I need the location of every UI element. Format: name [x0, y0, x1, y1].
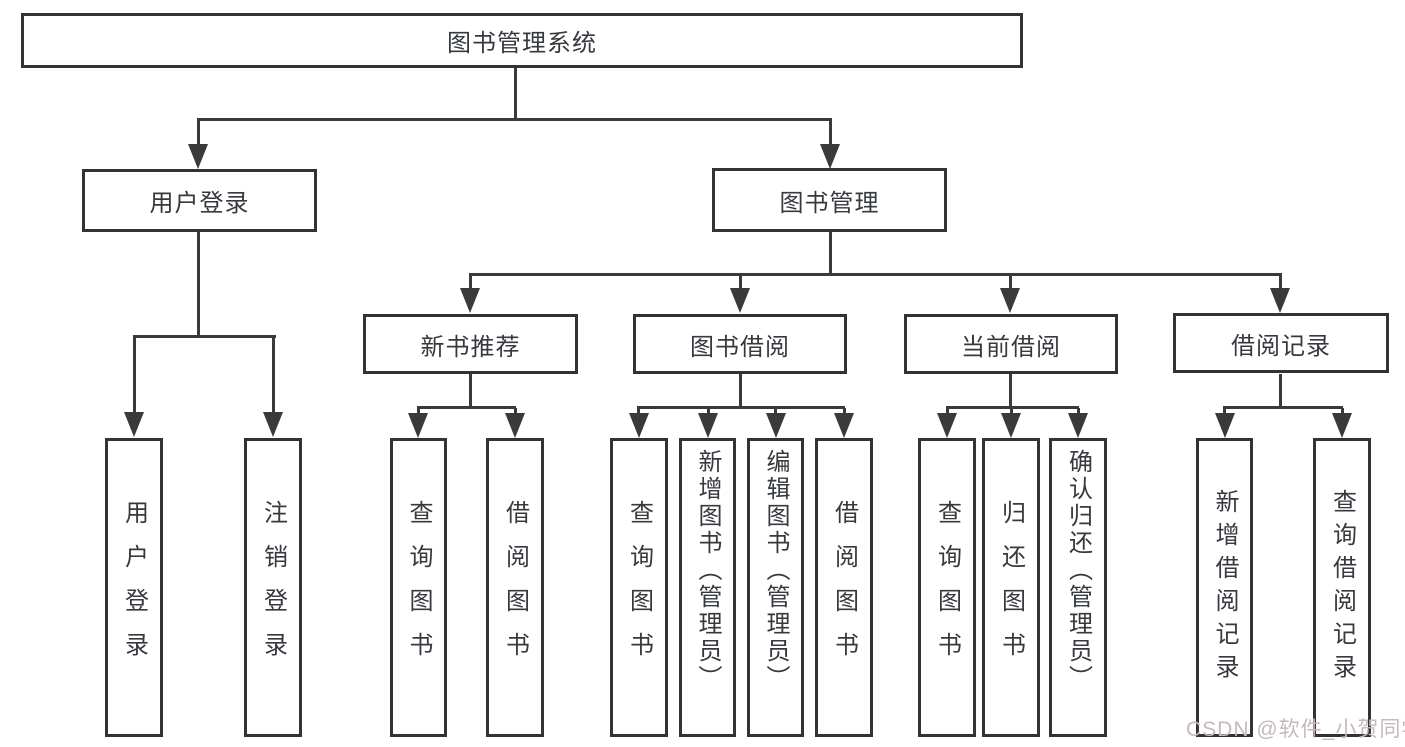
connector-stem — [272, 337, 275, 413]
connector-login-stem — [197, 232, 200, 336]
arrowhead-down-icon — [124, 412, 144, 437]
leaf-borrow-books-recommend: 借阅图书 — [486, 438, 544, 737]
connector-stem — [1009, 275, 1012, 289]
node-book-management: 图书管理 — [712, 168, 947, 232]
arrowhead-down-icon — [1001, 413, 1021, 438]
csdn-watermark: CSDN @软件_小贺同学 — [1186, 718, 1405, 741]
arrowhead-down-icon — [1068, 413, 1088, 438]
leaf-return-books: 归还图书 — [982, 438, 1040, 737]
connector-stem — [843, 408, 846, 415]
arrowhead-down-icon — [505, 413, 525, 438]
connector-stem — [946, 408, 949, 415]
arrowhead-down-icon — [1270, 288, 1290, 313]
arrowhead-down-icon — [263, 412, 283, 437]
arrowhead-down-icon — [1332, 413, 1352, 438]
connector-stem — [469, 275, 472, 289]
connector-borrow-bar — [637, 406, 845, 409]
arrowhead-down-icon — [188, 144, 208, 169]
connector-level3-bar — [469, 273, 1282, 276]
connector-stem — [739, 275, 742, 289]
node-borrowing-records: 借阅记录 — [1173, 313, 1389, 373]
connector-stem — [1223, 408, 1226, 415]
connector-stem — [417, 408, 420, 415]
connector-root-stem — [514, 68, 517, 120]
connector-stem — [133, 337, 136, 413]
arrowhead-down-icon — [698, 413, 718, 438]
leaf-search-borrow-record: 查询借阅记录 — [1313, 438, 1371, 737]
node-book-borrowing: 图书借阅 — [633, 314, 847, 374]
leaf-search-books-current: 查询图书 — [918, 438, 976, 737]
leaf-search-books-borrow: 查询图书 — [610, 438, 668, 737]
connector-bookmgmt-stem — [829, 232, 832, 275]
connector-stem — [1010, 408, 1013, 415]
connector-recommend-bar — [417, 406, 516, 409]
connector-stem — [707, 408, 710, 415]
connector-level2-bar — [197, 118, 832, 121]
leaf-confirm-return-admin: 确认归还（管理员） — [1049, 438, 1107, 737]
connector-current-stem — [1009, 374, 1012, 407]
node-library-management-system: 图书管理系统 — [21, 13, 1023, 68]
connector-stem — [637, 408, 640, 415]
connector-current-bar — [946, 406, 1079, 409]
arrowhead-down-icon — [1215, 413, 1235, 438]
connector-stem — [829, 120, 832, 145]
connector-stem — [1077, 408, 1080, 415]
connector-stem — [197, 120, 200, 145]
connector-records-bar — [1223, 406, 1343, 409]
arrowhead-down-icon — [730, 288, 750, 313]
connector-recommend-stem — [469, 374, 472, 407]
arrowhead-down-icon — [1000, 288, 1020, 313]
arrowhead-down-icon — [820, 144, 840, 169]
connector-borrow-stem — [739, 374, 742, 407]
leaf-logout: 注销登录 — [244, 438, 302, 737]
arrowhead-down-icon — [766, 413, 786, 438]
leaf-user-login: 用户登录 — [105, 438, 163, 737]
connector-login-bar — [133, 335, 276, 338]
node-current-borrowing: 当前借阅 — [904, 314, 1118, 374]
leaf-search-books-recommend: 查询图书 — [390, 438, 447, 737]
arrowhead-down-icon — [629, 413, 649, 438]
leaf-add-borrow-record: 新增借阅记录 — [1196, 438, 1253, 737]
node-new-book-recommendation: 新书推荐 — [363, 314, 578, 374]
node-user-login: 用户登录 — [82, 169, 317, 232]
arrowhead-down-icon — [834, 413, 854, 438]
connector-records-stem — [1279, 374, 1282, 407]
leaf-add-books-admin: 新增图书（管理员） — [679, 438, 736, 737]
leaf-borrow-books: 借阅图书 — [815, 438, 873, 737]
arrowhead-down-icon — [460, 288, 480, 313]
connector-stem — [774, 408, 777, 415]
connector-stem — [514, 408, 517, 415]
arrowhead-down-icon — [937, 413, 957, 438]
arrowhead-down-icon — [408, 413, 428, 438]
leaf-edit-books-admin: 编辑图书（管理员） — [747, 438, 804, 737]
connector-stem — [1341, 408, 1344, 415]
connector-stem — [1279, 275, 1282, 289]
